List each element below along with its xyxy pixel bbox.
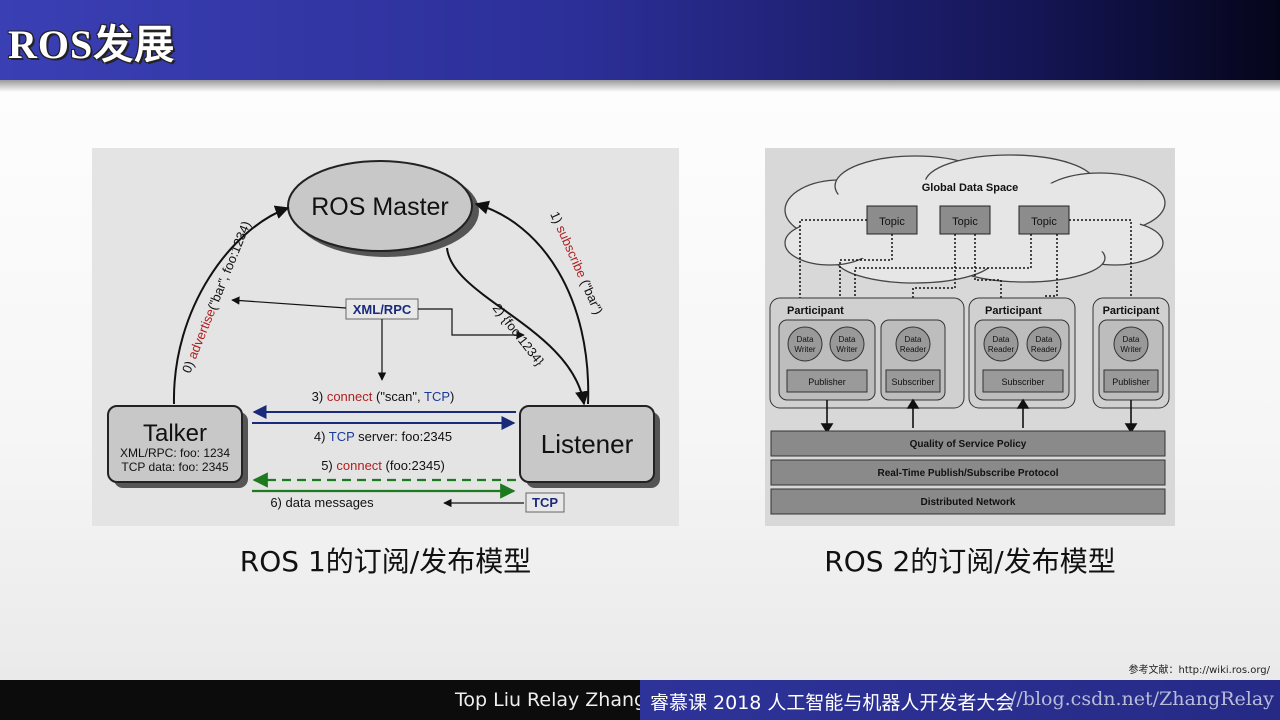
xmlrpc-left-arrow [231, 296, 347, 309]
participant-label-1: Participant [787, 305, 844, 317]
publisher-box-3 [1103, 369, 1159, 393]
cloud-label: Global Data Space [922, 182, 1019, 194]
xmlrpc-right-arrow [418, 308, 525, 340]
tcp-badge-box [525, 492, 565, 513]
rtps-layer [770, 459, 1166, 486]
talker-label: Talker [143, 420, 207, 447]
step3-text: 3) connect ("scan", TCP) [312, 389, 455, 404]
publisher-label-3: Publisher [1112, 377, 1150, 387]
reader-data-2b: Data [1036, 335, 1053, 344]
subscriber-box-2 [982, 369, 1064, 393]
title-bar-shadow [0, 80, 1280, 92]
ros1-diagram: ROS Master Talker XML/RPC: foo: 1234 TCP… [92, 148, 679, 526]
writer-data-1b: Data [839, 335, 856, 344]
listener-node [519, 405, 655, 483]
ros-master-label: ROS Master [311, 193, 449, 221]
xmlrpc-badge: XML/RPC [353, 302, 412, 317]
subscriber-label-1: Subscriber [891, 377, 934, 387]
topic-box-2 [939, 205, 991, 235]
topic-box-1 [866, 205, 918, 235]
writer-circle-3 [1113, 326, 1149, 362]
reader-circle-2a [983, 326, 1019, 362]
advertise-arrow [172, 205, 290, 405]
ros2-caption: ROS 2的订阅/发布模型 [824, 545, 1116, 578]
writer-data-1a: Data [797, 335, 814, 344]
reader-label-2b: Reader [1031, 345, 1058, 354]
network-layer-label: Distributed Network [920, 497, 1015, 508]
footer-event-name: 睿慕课 2018 人工智能与机器人开发者大会 [650, 692, 1015, 714]
reader-data-1: Data [905, 335, 922, 344]
topic-label-1: Topic [879, 216, 905, 228]
publisher-label-1: Publisher [808, 377, 846, 387]
writer-label-3: Writer [1120, 345, 1142, 354]
step5-text: 5) connect (foo:2345) [321, 458, 445, 473]
listener-label: Listener [541, 429, 634, 459]
slide-title: ROS发展 [8, 22, 176, 67]
reader-circle-1 [895, 326, 931, 362]
reference-note: 参考文献：http://wiki.ros.org/ [1128, 665, 1270, 676]
publisher-box-1 [786, 369, 868, 393]
topic-label-3: Topic [1031, 216, 1057, 228]
ros2-diagram: Global Data Space Topic Topic Topic Part… [765, 148, 1175, 526]
network-layer [770, 488, 1166, 515]
footer-authors: Top Liu Relay Zhang [455, 689, 647, 711]
rtps-layer-label: Real-Time Publish/Subscribe Protocol [878, 468, 1059, 479]
subscriber-label-2: Subscriber [1001, 377, 1044, 387]
writer-label-1b: Writer [836, 345, 858, 354]
talker-node [107, 405, 243, 483]
footer-event-band [640, 680, 1280, 720]
subscriber-box-1 [885, 369, 941, 393]
reader-label-2a: Reader [988, 345, 1015, 354]
ros1-caption: ROS 1的订阅/发布模型 [239, 545, 532, 578]
layer-arrows [820, 398, 1138, 434]
subscribe-arrow [474, 200, 590, 405]
subscribe-text: 1) subscribe ("bar") [547, 209, 606, 317]
step6-text: 6) data messages [270, 495, 374, 510]
participant-label-2: Participant [985, 305, 1042, 317]
writer-circle-1a [787, 326, 823, 362]
participant-label-3: Participant [1103, 305, 1160, 317]
reader-data-2a: Data [993, 335, 1010, 344]
writer-circle-1b [829, 326, 865, 362]
talker-xmlrpc: XML/RPC: foo: 1234 [120, 446, 230, 460]
writer-data-3: Data [1123, 335, 1140, 344]
blog-watermark: //blog.csdn.net/ZhangRelay [1010, 688, 1274, 710]
writer-label-1a: Writer [794, 345, 816, 354]
qos-layer-label: Quality of Service Policy [910, 439, 1027, 450]
qos-layer [770, 430, 1166, 457]
reader-circle-2b [1026, 326, 1062, 362]
topic-label-2: Topic [952, 216, 978, 228]
reply-arrow [446, 247, 589, 406]
reader-label-1: Reader [900, 345, 927, 354]
title-bar [0, 0, 1280, 80]
tcp-badge: TCP [532, 495, 558, 510]
talker-tcp: TCP data: foo: 2345 [121, 460, 229, 474]
step4-text: 4) TCP server: foo:2345 [314, 429, 452, 444]
advertise-text: 0) advertise("bar", foo:1234) [179, 219, 254, 375]
